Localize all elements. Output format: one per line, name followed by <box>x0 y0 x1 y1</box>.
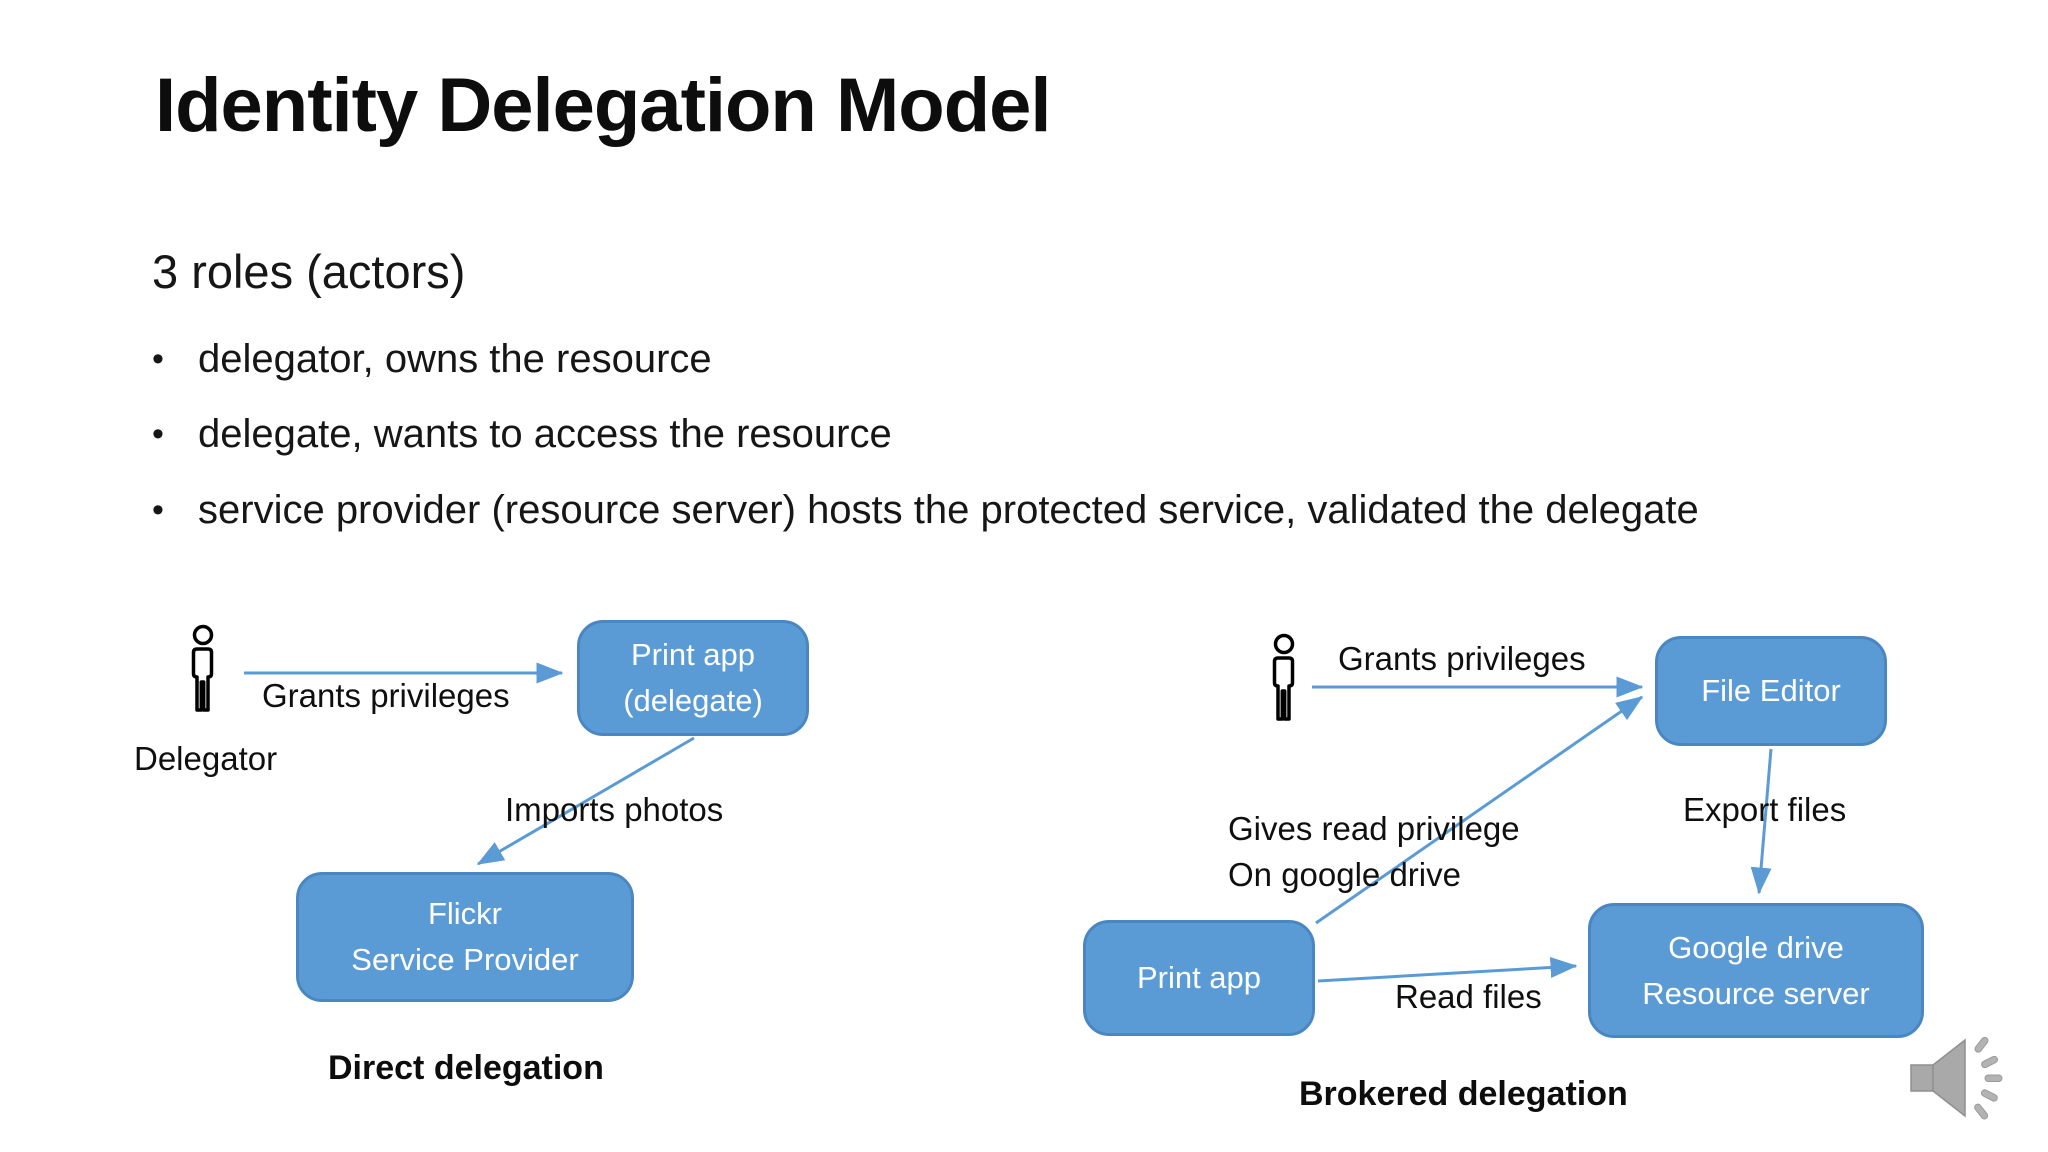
bullet-delegate: • delegate, wants to access the resource <box>152 407 1792 461</box>
page-title: Identity Delegation Model <box>155 63 1051 148</box>
bullet-text: delegator, owns the resource <box>198 337 712 381</box>
bullet-service-provider: • service provider (resource server) hos… <box>152 483 1792 537</box>
imports-photos-label: Imports photos <box>505 791 724 828</box>
bullet-dot: • <box>152 490 164 529</box>
print-app-delegate-box: Print app (delegate) <box>577 620 809 736</box>
box-line: File Editor <box>1701 673 1841 709</box>
delegator-label: Delegator <box>134 740 278 777</box>
box-line: Print app <box>1136 960 1262 996</box>
flickr-service-provider-box: Flickr Service Provider <box>296 872 634 1002</box>
print-app-box: Print app <box>1083 920 1315 1036</box>
bullet-dot: • <box>152 415 164 454</box>
grants-privileges-label-brokered: Grants privileges <box>1338 640 1586 677</box>
box-line: Resource server <box>1642 975 1870 1011</box>
direct-delegation-caption: Direct delegation <box>328 1049 604 1087</box>
file-editor-box: File Editor <box>1655 636 1887 746</box>
roles-heading: 3 roles (actors) <box>152 245 466 298</box>
bullet-text: service provider (resource server) hosts… <box>198 487 1699 532</box>
box-line: Service Provider <box>351 942 579 977</box>
google-drive-resource-server-box: Google drive Resource server <box>1588 903 1924 1038</box>
audio-speaker-icon[interactable] <box>1903 1026 2023 1130</box>
bullet-text: delegate, wants to access the resource <box>198 412 892 457</box>
gives-label-line2: On google drive <box>1228 856 1461 894</box>
person-icon <box>1272 633 1295 721</box>
gives-read-privilege-label: Gives read privilege On google drive <box>1228 806 1558 898</box>
box-line: Print app <box>630 637 756 673</box>
person-icon <box>191 624 214 712</box>
read-files-label: Read files <box>1395 978 1542 1015</box>
brokered-delegation-caption: Brokered delegation <box>1299 1075 1628 1113</box>
box-line: (delegate) <box>623 683 763 718</box>
bullet-dot: • <box>152 340 164 378</box>
gives-label-line1: Gives read privilege <box>1228 810 1520 847</box>
export-files-label: Export files <box>1683 791 1847 828</box>
box-line: Google drive <box>1668 929 1844 965</box>
grants-privileges-label-direct: Grants privileges <box>262 677 510 714</box>
bullet-delegator: • delegator, owns the resource <box>152 332 1792 386</box>
box-line: Flickr <box>427 896 503 932</box>
roles-bullet-list: • delegator, owns the resource • delegat… <box>152 332 1792 558</box>
